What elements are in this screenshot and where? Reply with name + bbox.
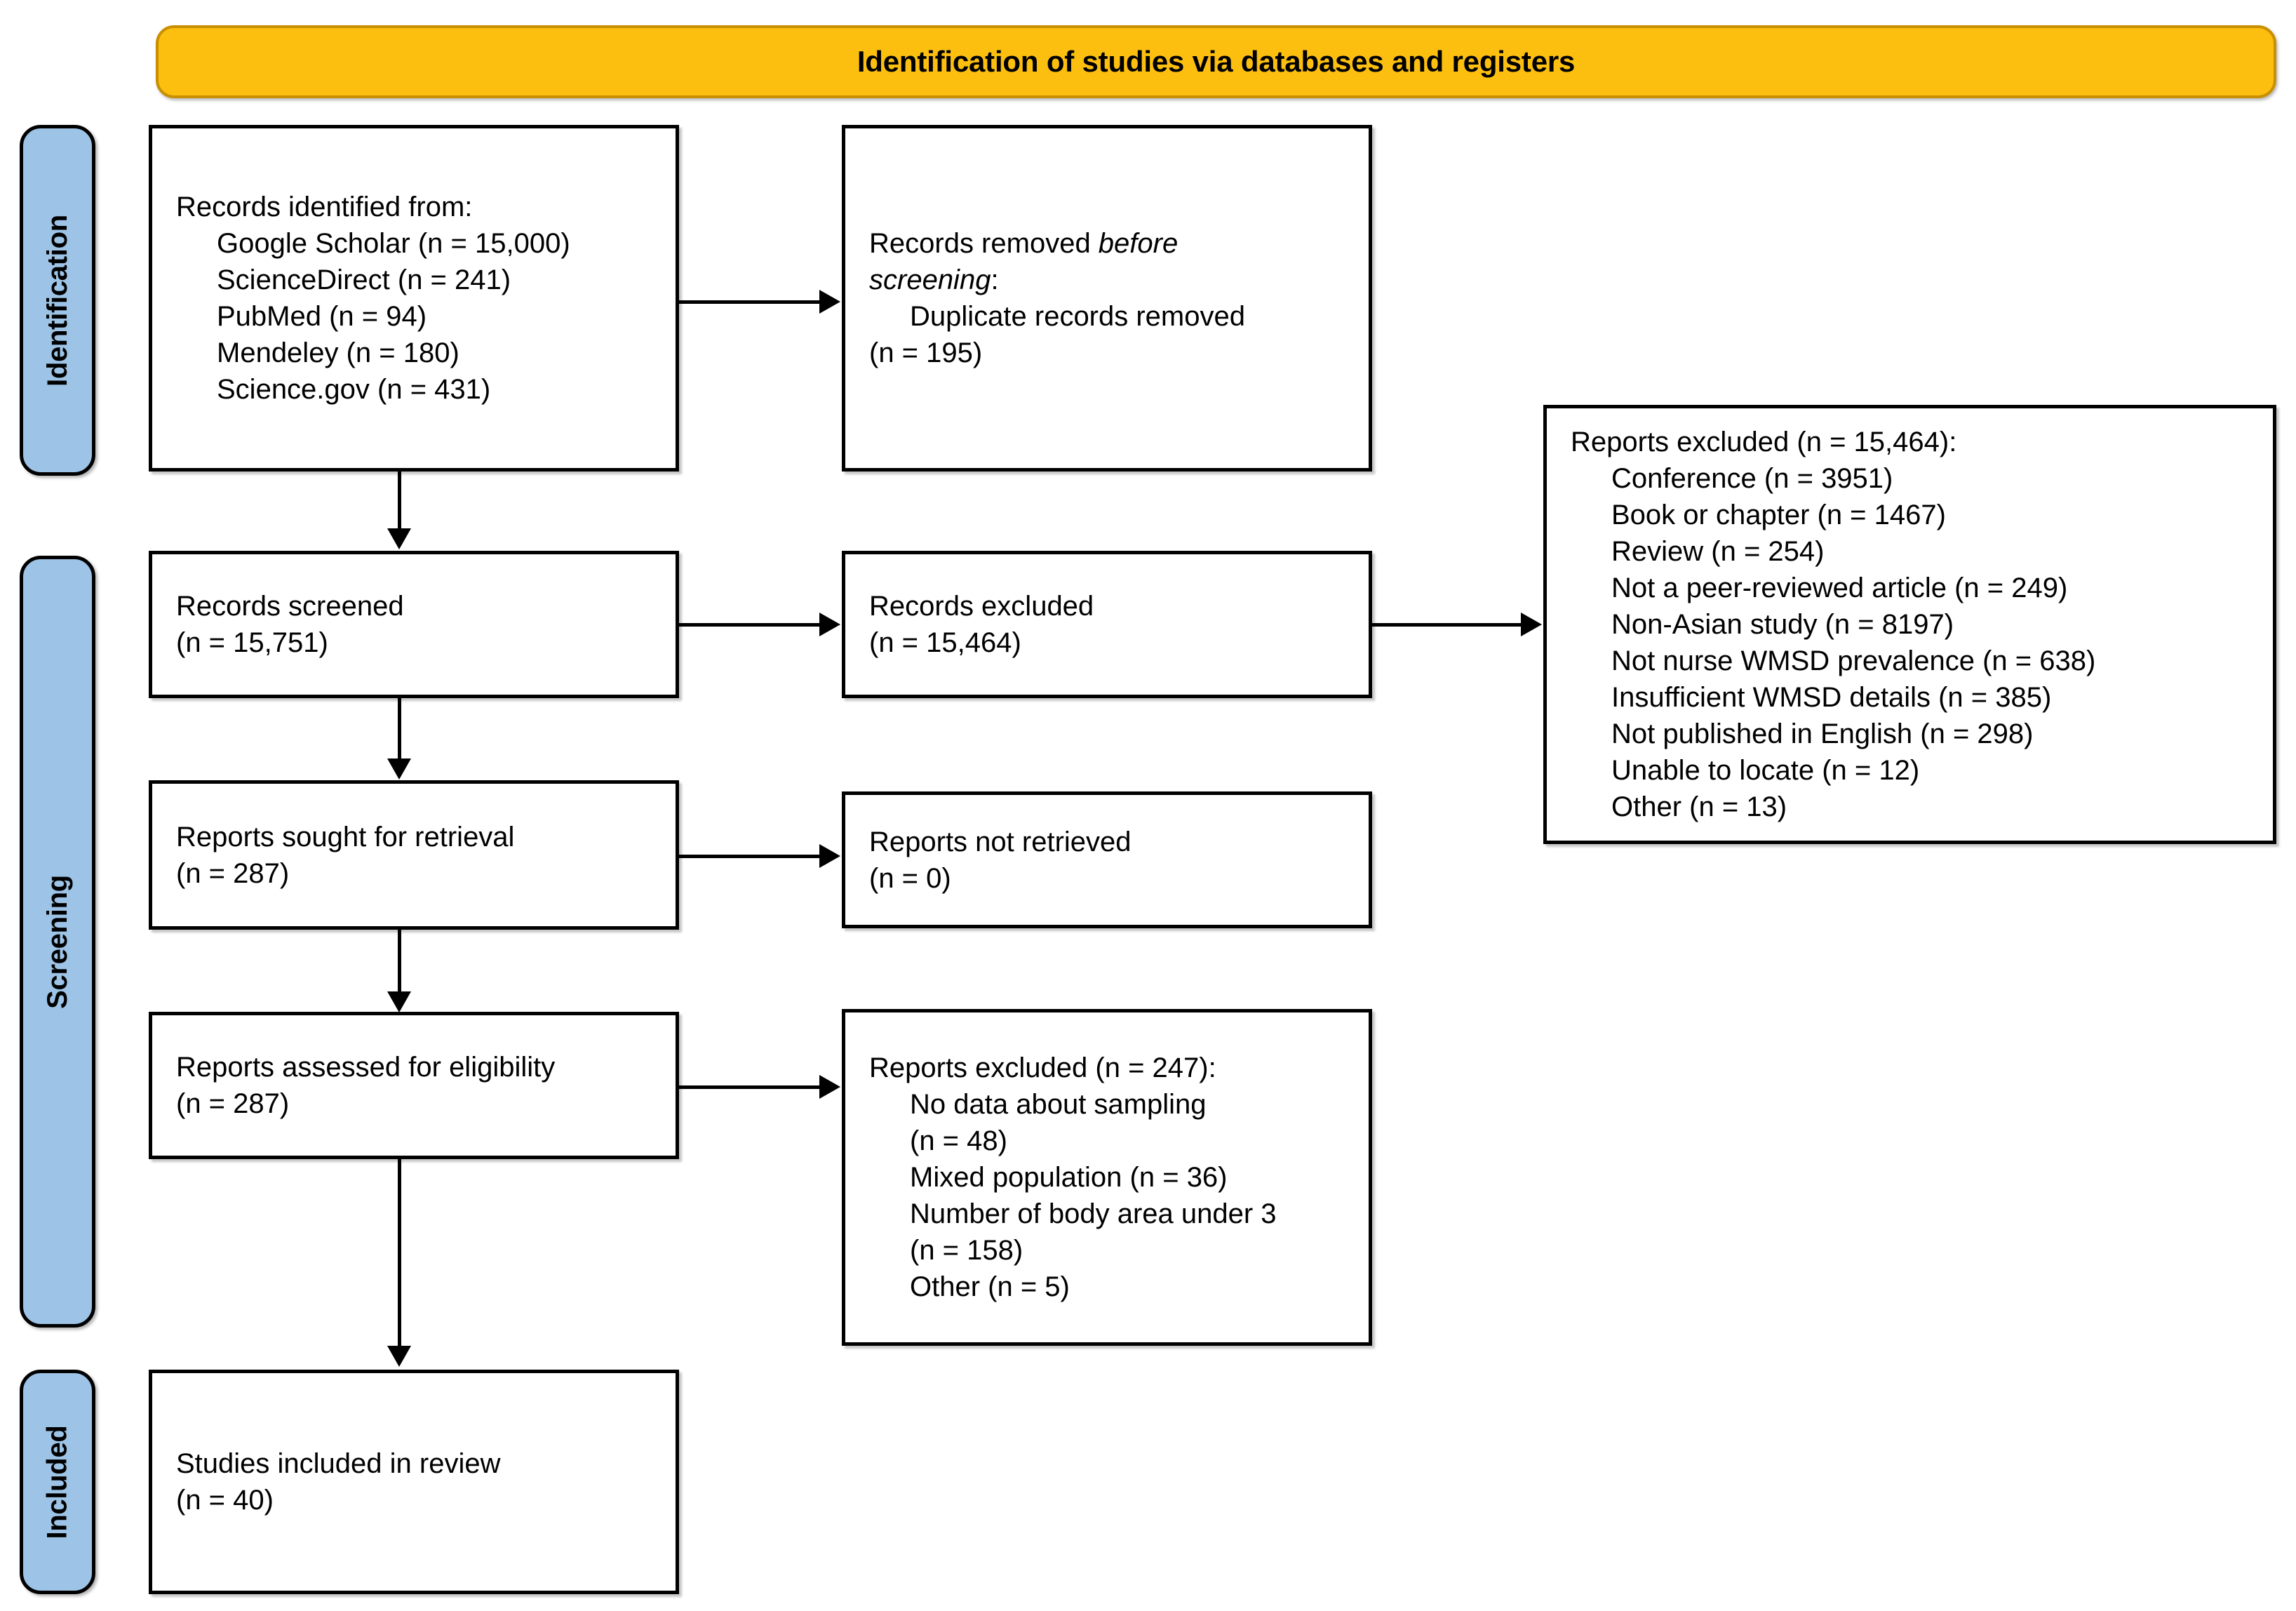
box-line: Not published in English (n = 298)	[1611, 718, 2034, 749]
box-reports-assessed-for-eligibility: Reports assessed for eligibility (n = 28…	[149, 1012, 679, 1159]
arrow-assessed-to-included	[387, 1346, 411, 1367]
box-line: PubMed (n = 94)	[217, 301, 427, 332]
box-line: Records identified from:	[176, 192, 473, 222]
box-line: (n = 48)	[910, 1125, 1007, 1156]
connector-sought-to-not-retrieved	[679, 855, 821, 858]
box-line: Reports excluded (n = 15,464):	[1571, 427, 1957, 457]
box-line: Records removed before	[869, 225, 1345, 262]
stage-label-identification: Identification	[20, 125, 95, 476]
box-reports-excluded-detail: Reports excluded (n = 15,464): Conferenc…	[1543, 405, 2276, 844]
connector-identified-to-removed	[679, 300, 821, 304]
box-line: Studies included in review	[176, 1448, 501, 1479]
arrow-screened-to-sought	[387, 758, 411, 780]
box-line: Book or chapter (n = 1467)	[1611, 500, 1946, 530]
box-line: Reports sought for retrieval	[176, 821, 515, 853]
box-line: (n = 40)	[176, 1485, 274, 1516]
box-line: No data about sampling	[910, 1089, 1207, 1120]
phase-banner-identification: Identification of studies via databases …	[156, 25, 2276, 98]
box-records-excluded: Records excluded (n = 15,464)	[842, 551, 1372, 698]
connector-assessed-to-excluded	[679, 1085, 821, 1089]
box-line: Duplicate records removed	[910, 301, 1245, 332]
box-line: Reports excluded (n = 247):	[869, 1052, 1216, 1083]
box-line-emphasis: before	[1098, 228, 1179, 259]
box-line: Mendeley (n = 180)	[217, 337, 459, 368]
box-reports-sought-for-retrieval: Reports sought for retrieval (n = 287)	[149, 780, 679, 930]
box-line: Google Scholar (n = 15,000)	[217, 228, 570, 259]
box-line-emphasis: screening	[869, 265, 991, 295]
connector-assessed-to-included	[398, 1159, 401, 1347]
box-records-identified: Records identified from: Google Scholar …	[149, 125, 679, 472]
arrow-excluded-to-detail	[1521, 613, 1542, 636]
box-line: Conference (n = 3951)	[1611, 463, 1893, 494]
stage-label-screening-text: Screening	[41, 874, 73, 1009]
box-line: Not a peer-reviewed article (n = 249)	[1611, 573, 2068, 603]
connector-excluded-to-detail	[1372, 623, 1522, 627]
connector-sought-to-assessed	[398, 930, 401, 993]
arrow-identified-to-screened	[387, 528, 411, 549]
box-line: Non-Asian study (n = 8197)	[1611, 609, 1954, 640]
box-line: Other (n = 13)	[1611, 791, 1787, 822]
box-line-text: :	[991, 265, 999, 295]
box-line: (n = 15,464)	[869, 627, 1021, 658]
arrow-assessed-to-excluded	[819, 1075, 840, 1099]
box-line: Not nurse WMSD prevalence (n = 638)	[1611, 646, 2096, 676]
box-line: Reports not retrieved	[869, 826, 1132, 857]
box-line: ScienceDirect (n = 241)	[217, 265, 511, 295]
box-line: (n = 195)	[869, 337, 983, 368]
arrow-sought-to-assessed	[387, 991, 411, 1012]
connector-screened-to-sought	[398, 698, 401, 760]
box-line: Records screened	[176, 591, 404, 622]
box-records-screened: Records screened (n = 15,751)	[149, 551, 679, 698]
box-line: (n = 0)	[869, 862, 951, 894]
box-line: (n = 158)	[910, 1235, 1023, 1266]
box-line: Other (n = 5)	[910, 1271, 1070, 1302]
box-line: Records excluded	[869, 591, 1094, 622]
box-line: (n = 287)	[176, 1088, 290, 1119]
arrow-sought-to-not-retrieved	[819, 844, 840, 868]
box-line: (n = 15,751)	[176, 627, 328, 658]
phase-banner-label: Identification of studies via databases …	[857, 45, 1576, 78]
stage-label-identification-text: Identification	[41, 214, 73, 387]
connector-screened-to-excluded	[679, 623, 821, 627]
box-reports-not-retrieved: Reports not retrieved (n = 0)	[842, 791, 1372, 928]
box-line: Mixed population (n = 36)	[910, 1162, 1228, 1193]
stage-label-included-text: Included	[41, 1424, 73, 1539]
box-line: Review (n = 254)	[1611, 536, 1825, 567]
stage-label-screening: Screening	[20, 556, 95, 1328]
box-records-removed-before-screening: Records removed before screening: Duplic…	[842, 125, 1372, 472]
box-line: Unable to locate (n = 12)	[1611, 755, 1920, 786]
box-line: (n = 287)	[176, 857, 290, 889]
box-line: screening:	[869, 262, 1345, 298]
box-line: Number of body area under 3	[910, 1198, 1277, 1229]
box-reports-excluded-eligibility: Reports excluded (n = 247): No data abou…	[842, 1009, 1372, 1346]
connector-identified-to-screened	[398, 472, 401, 530]
box-line: Insufficient WMSD details (n = 385)	[1611, 682, 2052, 713]
box-line: Science.gov (n = 431)	[217, 374, 491, 405]
arrow-screened-to-excluded	[819, 613, 840, 636]
stage-label-included: Included	[20, 1370, 95, 1594]
box-line-text: Records removed	[869, 228, 1099, 259]
box-studies-included-in-review: Studies included in review (n = 40)	[149, 1370, 679, 1594]
arrow-identified-to-removed	[819, 290, 840, 314]
box-line: Reports assessed for eligibility	[176, 1052, 556, 1083]
